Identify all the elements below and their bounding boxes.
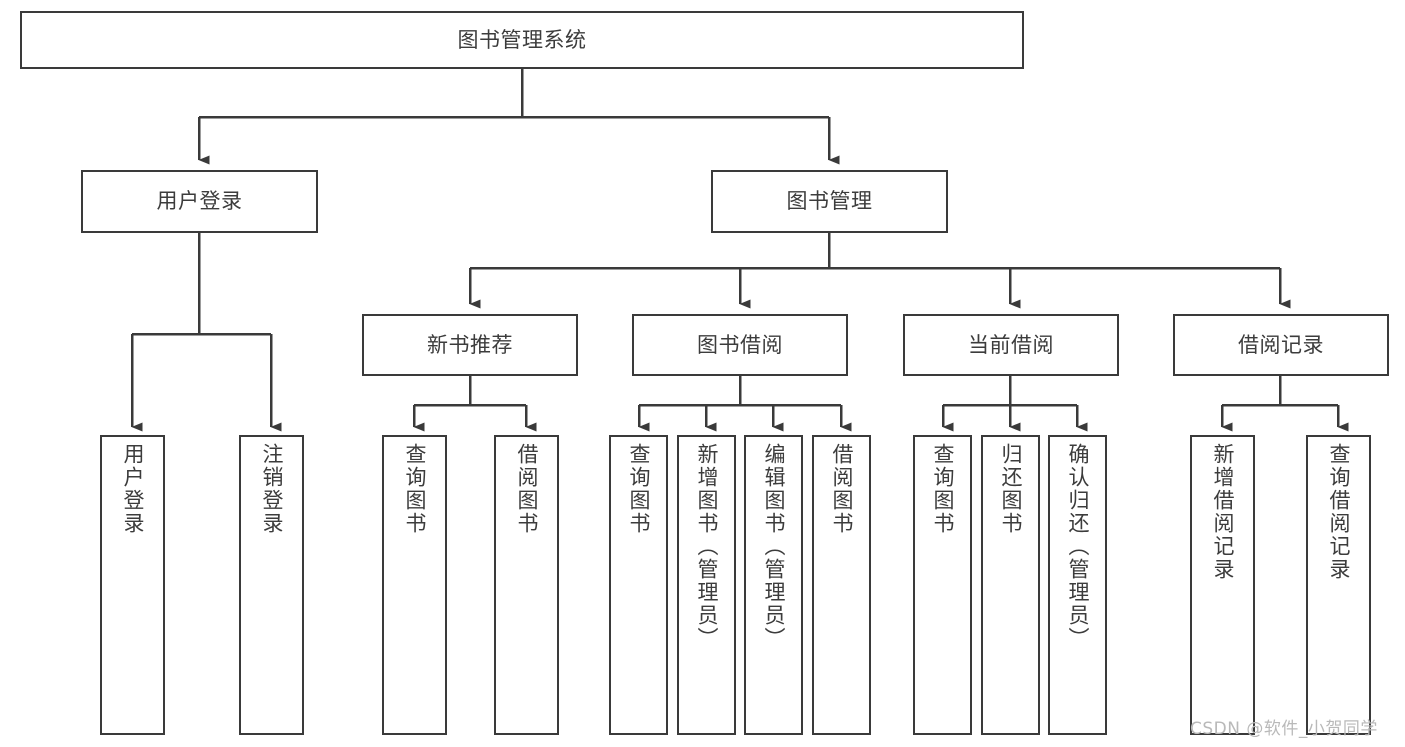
node-book-borrow-label: 图书借阅 (697, 332, 783, 357)
node-book-borrow[interactable]: 图书借阅 (632, 314, 848, 376)
node-borrow-record-label: 借阅记录 (1238, 332, 1324, 357)
node-leaf-add-book[interactable]: 新增图书（管理员） (677, 435, 736, 735)
node-leaf-edit-book-label: 编辑图书（管理员） (762, 443, 786, 650)
node-leaf-user-login-label: 用户登录 (121, 443, 145, 535)
node-leaf-query-book-2[interactable]: 查询图书 (609, 435, 668, 735)
node-leaf-query-record[interactable]: 查询借阅记录 (1306, 435, 1371, 735)
node-leaf-borrow-book-1[interactable]: 借阅图书 (494, 435, 559, 735)
csdn-watermark: CSDN @软件_小贺同学 (1190, 719, 1378, 739)
node-leaf-user-login[interactable]: 用户登录 (100, 435, 165, 735)
node-leaf-edit-book[interactable]: 编辑图书（管理员） (744, 435, 803, 735)
node-leaf-logout-login-label: 注销登录 (260, 443, 284, 535)
node-current-borrow-label: 当前借阅 (968, 332, 1054, 357)
node-current-borrow[interactable]: 当前借阅 (903, 314, 1119, 376)
node-leaf-logout-login[interactable]: 注销登录 (239, 435, 304, 735)
node-leaf-borrow-book-1-label: 借阅图书 (515, 443, 539, 535)
node-leaf-add-record-label: 新增借阅记录 (1211, 443, 1235, 581)
node-leaf-add-book-label: 新增图书（管理员） (695, 443, 719, 650)
node-leaf-query-book-2-label: 查询图书 (627, 443, 651, 535)
node-leaf-add-record[interactable]: 新增借阅记录 (1190, 435, 1255, 735)
node-leaf-query-book-1-label: 查询图书 (403, 443, 427, 535)
node-leaf-return-book[interactable]: 归还图书 (981, 435, 1040, 735)
node-leaf-borrow-book-2-label: 借阅图书 (830, 443, 854, 535)
node-leaf-confirm-return[interactable]: 确认归还（管理员） (1048, 435, 1107, 735)
node-new-book-recommend-label: 新书推荐 (427, 332, 513, 357)
node-new-book-recommend[interactable]: 新书推荐 (362, 314, 578, 376)
node-leaf-query-book-3[interactable]: 查询图书 (913, 435, 972, 735)
node-leaf-query-book-1[interactable]: 查询图书 (382, 435, 447, 735)
node-user-login[interactable]: 用户登录 (81, 170, 318, 233)
node-borrow-record[interactable]: 借阅记录 (1173, 314, 1389, 376)
node-root-label: 图书管理系统 (457, 27, 587, 52)
node-leaf-query-record-label: 查询借阅记录 (1327, 443, 1351, 581)
node-root[interactable]: 图书管理系统 (20, 11, 1024, 69)
node-book-manage[interactable]: 图书管理 (711, 170, 948, 233)
node-leaf-query-book-3-label: 查询图书 (931, 443, 955, 535)
node-user-login-label: 用户登录 (156, 189, 243, 214)
node-leaf-confirm-return-label: 确认归还（管理员） (1066, 443, 1090, 650)
node-leaf-return-book-label: 归还图书 (999, 443, 1023, 535)
node-book-manage-label: 图书管理 (786, 189, 873, 214)
node-leaf-borrow-book-2[interactable]: 借阅图书 (812, 435, 871, 735)
